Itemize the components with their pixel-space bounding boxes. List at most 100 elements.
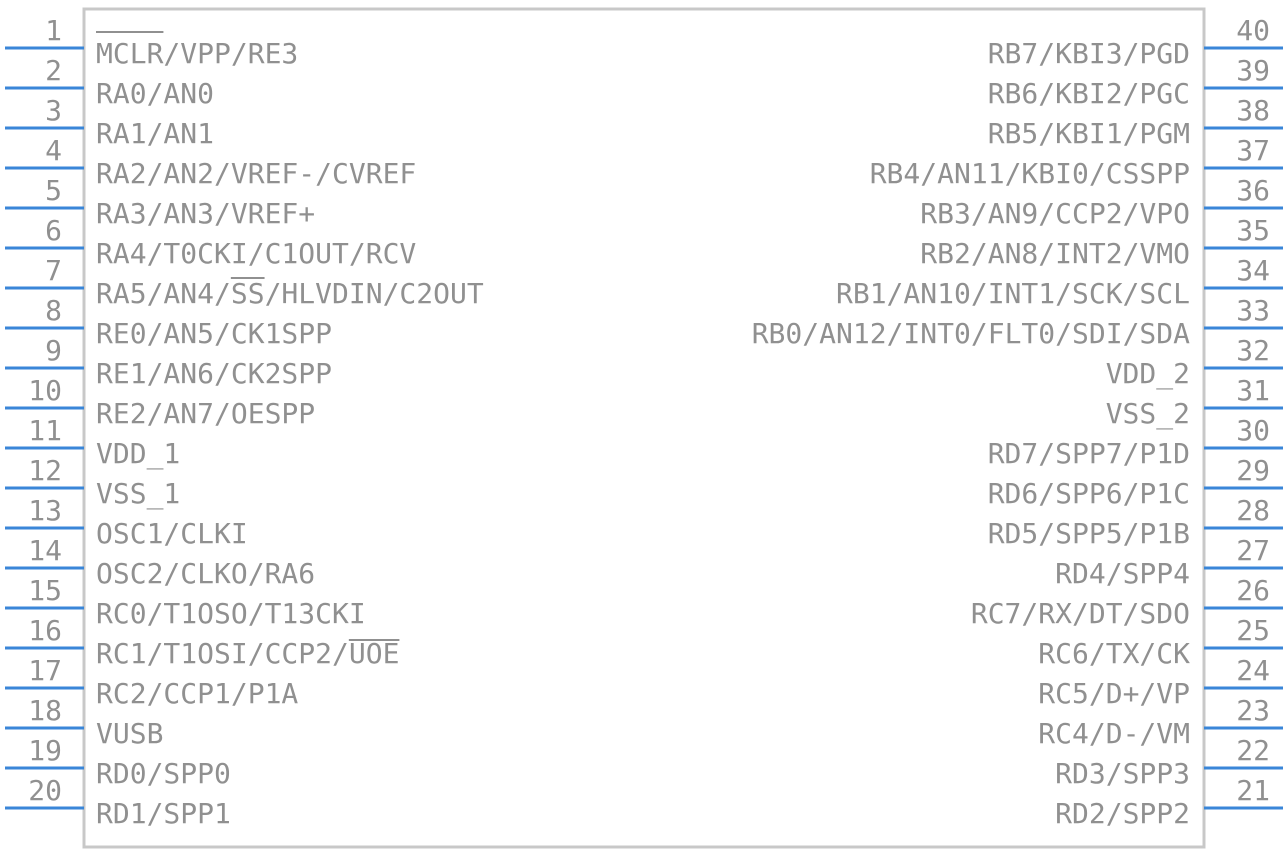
pin-number: 5 — [45, 174, 62, 207]
pin-number: 24 — [1236, 654, 1270, 687]
pin-label: RB7/KBI3/PGD — [988, 37, 1190, 70]
pin-label: VUSB — [96, 717, 163, 750]
pin-label: RB3/AN9/CCP2/VPO — [920, 197, 1190, 230]
pin-label: RD3/SPP3 — [1055, 757, 1190, 790]
pin-label: RD6/SPP6/P1C — [988, 477, 1190, 510]
pin-number: 38 — [1236, 94, 1270, 127]
pin-label: RC7/RX/DT/SDO — [971, 597, 1190, 630]
pin-label: RB5/KBI1/PGM — [988, 117, 1190, 150]
pin-label: RC5/D+/VP — [1038, 677, 1190, 710]
pin-label: RE2/AN7/OESPP — [96, 397, 315, 430]
pin-label: RB2/AN8/INT2/VMO — [920, 237, 1190, 270]
pin-number: 4 — [45, 134, 62, 167]
pin-label: RA3/AN3/VREF+ — [96, 197, 315, 230]
pin-number: 29 — [1236, 454, 1270, 487]
pin-number: 19 — [28, 734, 62, 767]
pin-label: RA1/AN1 — [96, 117, 214, 150]
pin-label: RA0/AN0 — [96, 77, 214, 110]
pin-number: 18 — [28, 694, 62, 727]
pin-number: 26 — [1236, 574, 1270, 607]
pin-number: 34 — [1236, 254, 1270, 287]
pin-label: RD7/SPP7/P1D — [988, 437, 1190, 470]
pin-number: 40 — [1236, 14, 1270, 47]
pin-number: 13 — [28, 494, 62, 527]
pin-number: 9 — [45, 334, 62, 367]
overbars-layer — [96, 31, 400, 641]
pin-label: RA2/AN2/VREF-/CVREF — [96, 157, 416, 190]
ic-body-outline — [82, 7, 1206, 849]
pin-number: 2 — [45, 54, 62, 87]
pin-number: 14 — [28, 534, 62, 567]
pin-label: RA4/T0CKI/C1OUT/RCV — [96, 237, 416, 270]
pin-number: 3 — [45, 94, 62, 127]
pin-label: VSS_2 — [1106, 397, 1190, 431]
pin-number: 22 — [1236, 734, 1270, 767]
pin-number: 8 — [45, 294, 62, 327]
pin-number: 39 — [1236, 54, 1270, 87]
pin-number: 15 — [28, 574, 62, 607]
pin-number: 30 — [1236, 414, 1270, 447]
pin-number: 11 — [28, 414, 62, 447]
pin-label: VDD_1 — [96, 437, 180, 471]
pin-label: RB6/KBI2/PGC — [988, 77, 1190, 110]
pin-label: OSC2/CLKO/RA6 — [96, 557, 315, 590]
pin-label: RB4/AN11/KBI0/CSSPP — [870, 157, 1190, 190]
pin-label: RE0/AN5/CK1SPP — [96, 317, 332, 350]
pin-number: 32 — [1236, 334, 1270, 367]
pin-number: 28 — [1236, 494, 1270, 527]
pin-label: RD4/SPP4 — [1055, 557, 1190, 590]
pin-number: 10 — [28, 374, 62, 407]
pin-number: 20 — [28, 774, 62, 807]
pin-number: 25 — [1236, 614, 1270, 647]
pin-label: RD0/SPP0 — [96, 757, 231, 790]
pin-label: RD5/SPP5/P1B — [988, 517, 1190, 550]
pin-number: 1 — [45, 14, 62, 47]
pin-number: 21 — [1236, 774, 1270, 807]
pin-label: RB0/AN12/INT0/FLT0/SDI/SDA — [752, 317, 1190, 350]
pin-label: OSC1/CLKI — [96, 517, 248, 550]
pin-number: 16 — [28, 614, 62, 647]
pin-number: 31 — [1236, 374, 1270, 407]
pin-label: RC0/T1OSO/T13CKI — [96, 597, 366, 630]
pin-label: RA5/AN4/SS/HLVDIN/C2OUT — [96, 277, 484, 310]
pin-number: 27 — [1236, 534, 1270, 567]
pin-label: RC1/T1OSI/CCP2/UOE — [96, 637, 399, 670]
pin-number: 37 — [1236, 134, 1270, 167]
pin-label: RD1/SPP1 — [96, 797, 231, 830]
pin-label: VSS_1 — [96, 477, 180, 511]
pin-label: RC4/D-/VM — [1038, 717, 1190, 750]
pin-number: 7 — [45, 254, 62, 287]
